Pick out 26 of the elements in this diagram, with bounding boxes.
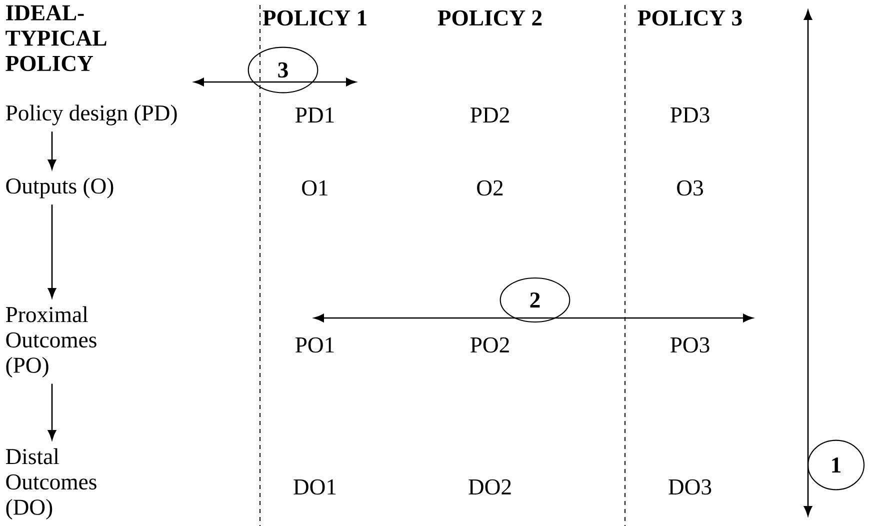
cell-label: O2 [477, 180, 503, 196]
cell-label: O1 [302, 180, 328, 196]
cell-label: O3 [677, 180, 703, 196]
column-heading: POLICY 1 [262, 10, 366, 26]
row-label: Proximal Outcomes (PO) [6, 306, 96, 378]
circled-number: 1 [807, 440, 865, 490]
cell-label: PD2 [470, 107, 509, 123]
row-label: Outputs (O) [6, 178, 114, 198]
cell-label: DO2 [468, 479, 511, 495]
circled-number: 3 [248, 46, 318, 94]
column-heading: IDEAL-TYPICAL POLICY [6, 5, 106, 72]
row-label: Policy design (PD) [6, 104, 177, 126]
column-heading: POLICY 2 [438, 10, 542, 26]
cell-label: DO3 [668, 479, 712, 495]
cell-label: PO3 [670, 337, 710, 353]
row-label: Distal Outcomes (DO) [6, 448, 96, 520]
cell-label: PD1 [296, 108, 334, 122]
column-heading: POLICY 3 [638, 10, 742, 26]
circled-number: 2 [500, 277, 570, 323]
cell-label: PD3 [670, 107, 710, 123]
arrow [48, 204, 56, 298]
cell-label: PO1 [296, 337, 334, 353]
arrow [48, 132, 56, 170]
arrow [48, 384, 56, 440]
cell-label: PO2 [470, 337, 509, 353]
cell-label: DO1 [294, 479, 336, 495]
